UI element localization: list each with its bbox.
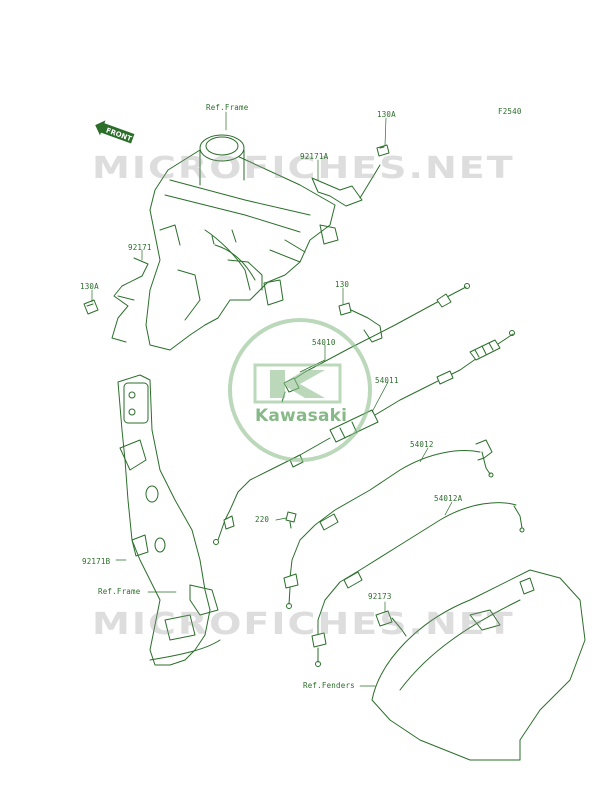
cable-54012 (283, 439, 494, 609)
label-92171B: 92171B (82, 557, 111, 566)
bolt-130A-top (376, 144, 390, 157)
diagram-code: F2540 (498, 107, 522, 116)
brand-text: Kawasaki (255, 406, 348, 426)
lower-frame (117, 374, 221, 666)
label-54011: 54011 (375, 376, 399, 385)
label-54010: 54010 (312, 338, 336, 347)
label-ref-fenders: Ref.Fenders (303, 681, 355, 690)
label-92173: 92173 (368, 592, 392, 601)
cable-54012A (311, 502, 525, 667)
clip-92171 (111, 257, 149, 343)
upper-frame-assembly (145, 134, 339, 351)
watermark-bottom: MICROFICHES.NET (92, 606, 515, 642)
label-54012A: 54012A (434, 494, 463, 503)
label-130: 130 (335, 280, 350, 289)
label-54012: 54012 (410, 440, 434, 449)
label-92171: 92171 (128, 243, 152, 252)
clip-220 (285, 511, 297, 529)
label-130A-left: 130A (80, 282, 99, 291)
front-arrow-icon: FRONT (95, 120, 135, 144)
label-ref-frame-top: Ref.Frame (206, 103, 249, 112)
label-ref-frame-bottom: Ref.Frame (98, 587, 141, 596)
label-220: 220 (255, 515, 270, 524)
leader-lines (91, 111, 453, 687)
kawasaki-logo (228, 318, 372, 462)
rear-fender (371, 569, 586, 761)
bolt-130A-left (83, 299, 99, 315)
label-92171A: 92171A (300, 152, 329, 161)
watermark-top: MICROFICHES.NET (92, 150, 515, 186)
adjuster-92173 (375, 610, 407, 637)
clip-92171A (311, 164, 381, 207)
label-130A-top: 130A (377, 110, 396, 119)
